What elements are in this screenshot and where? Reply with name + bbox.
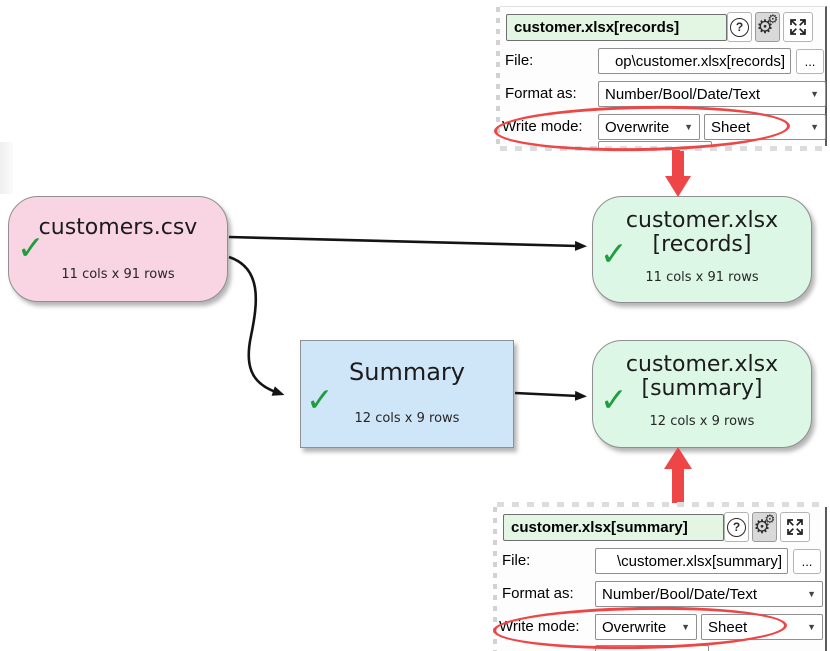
connector-summary-to-xlsx[interactable] <box>514 390 587 401</box>
node-dimensions: 12 cols x 9 rows <box>649 414 755 429</box>
help-icon: ? <box>730 17 749 37</box>
format-as-value: Number/Bool/Date/Text <box>602 585 758 603</box>
sheet-value: Sheet <box>708 618 748 636</box>
sheet-select[interactable]: Sheet ▼ <box>701 614 823 640</box>
chevron-down-icon: ▼ <box>810 89 819 99</box>
settings-button[interactable]: ⚙⚙ <box>755 12 780 42</box>
chevron-down-icon: ▼ <box>684 122 693 132</box>
sheet-value: Sheet <box>711 118 751 136</box>
format-as-label: Format as: <box>502 585 574 602</box>
write-mode-select[interactable]: Overwrite ▼ <box>595 614 697 640</box>
check-icon: ✓ <box>600 380 628 419</box>
sheet-select[interactable]: Sheet ▼ <box>704 114 826 140</box>
expand-icon <box>790 19 806 35</box>
check-icon: ✓ <box>600 234 628 273</box>
browse-button[interactable]: ... <box>793 549 821 574</box>
node-title: customer.xlsx[summary] <box>625 352 779 401</box>
partially-visible-field[interactable] <box>595 645 709 651</box>
format-as-value: Number/Bool/Date/Text <box>605 85 761 103</box>
connector-csv-to-records[interactable] <box>228 235 587 251</box>
write-mode-select[interactable]: Overwrite ▼ <box>598 114 700 140</box>
file-path-input[interactable] <box>595 548 788 574</box>
write-mode-label: Write mode: <box>499 618 580 635</box>
partially-visible-field[interactable] <box>598 141 712 148</box>
file-label: File: <box>505 52 534 69</box>
chevron-down-icon: ▼ <box>807 622 816 632</box>
torn-screenshot-fragment <box>0 142 13 194</box>
red-arrow-down-icon <box>665 150 691 197</box>
node-dimensions: 11 cols x 91 rows <box>645 270 759 285</box>
node-customer-xlsx-summary[interactable]: ✓ customer.xlsx[summary] 12 cols x 9 row… <box>592 340 812 448</box>
check-icon: ✓ <box>17 228 45 267</box>
help-button[interactable]: ? <box>724 512 749 542</box>
node-title: customer.xlsx[records] <box>625 208 779 257</box>
output-name-field[interactable] <box>506 14 727 41</box>
node-title: Summary <box>349 358 465 386</box>
format-as-select[interactable]: Number/Bool/Date/Text ▼ <box>595 581 823 607</box>
format-as-label: Format as: <box>505 85 577 102</box>
gear-icon: ⚙⚙ <box>756 12 779 38</box>
node-dimensions: 12 cols x 9 rows <box>354 411 460 426</box>
help-button[interactable]: ? <box>727 12 752 42</box>
expand-icon <box>787 519 803 535</box>
red-arrow-up-icon <box>664 447 692 503</box>
node-title: customers.csv <box>38 215 198 240</box>
chevron-down-icon: ▼ <box>810 122 819 132</box>
write-mode-value: Overwrite <box>605 118 670 136</box>
node-summary[interactable]: ✓ Summary 12 cols x 9 rows <box>300 340 514 448</box>
chevron-down-icon: ▼ <box>681 622 690 632</box>
expand-button[interactable] <box>783 12 813 42</box>
settings-button[interactable]: ⚙⚙ <box>752 512 777 542</box>
node-customer-xlsx-records[interactable]: ✓ customer.xlsx[records] 11 cols x 91 ro… <box>592 196 812 303</box>
node-dimensions: 11 cols x 91 rows <box>61 267 175 282</box>
write-mode-value: Overwrite <box>602 618 667 636</box>
browse-button[interactable]: ... <box>796 49 824 74</box>
file-label: File: <box>502 552 531 569</box>
chevron-down-icon: ▼ <box>807 589 816 599</box>
expand-button[interactable] <box>780 512 810 542</box>
output-settings-panel-records: ? ⚙⚙ File: ... Format as: Number/Bool/Da… <box>496 6 827 151</box>
format-as-select[interactable]: Number/Bool/Date/Text ▼ <box>598 81 826 107</box>
help-icon: ? <box>727 517 746 537</box>
check-icon: ✓ <box>306 380 334 419</box>
output-settings-panel-summary: ? ⚙⚙ File: ... Format as: Number/Bool/Da… <box>493 502 827 651</box>
output-name-field[interactable] <box>503 514 724 541</box>
connector-csv-to-summary[interactable] <box>228 255 285 396</box>
file-path-input[interactable] <box>598 48 791 74</box>
node-customers-csv[interactable]: ✓ customers.csv 11 cols x 91 rows <box>8 196 228 302</box>
gear-icon: ⚙⚙ <box>753 512 776 538</box>
write-mode-label: Write mode: <box>502 118 583 135</box>
